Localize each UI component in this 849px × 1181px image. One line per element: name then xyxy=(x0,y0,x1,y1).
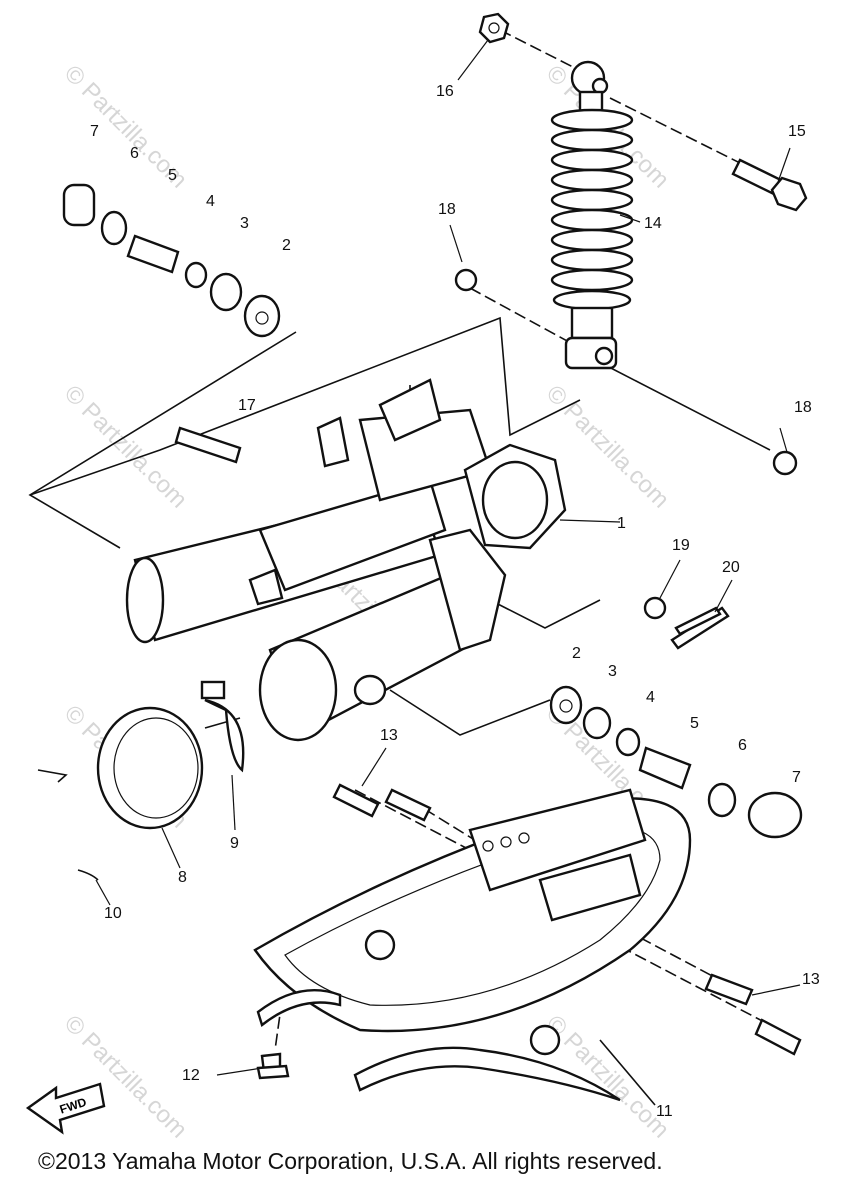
callout-ticks xyxy=(95,39,801,1076)
callout-12: 12 xyxy=(182,1067,200,1084)
shock-nut xyxy=(478,12,510,44)
callout-20: 20 xyxy=(722,559,740,576)
callout-10: 10 xyxy=(104,905,122,922)
callout-3-top: 3 xyxy=(240,215,249,232)
lower-bushing-stack xyxy=(549,685,803,839)
forward-arrow-icon: FWD xyxy=(25,1082,106,1135)
callout-13-left: 13 xyxy=(380,727,398,744)
callout-18-left: 18 xyxy=(438,201,456,218)
guard-11 xyxy=(253,788,692,1102)
callout-11: 11 xyxy=(656,1103,673,1120)
callout-2-top: 2 xyxy=(282,237,291,254)
callout-2-bottom: 2 xyxy=(572,645,581,662)
bolt-13-lower-a xyxy=(704,973,754,1006)
rear-shock-absorber xyxy=(550,60,634,370)
callout-3-bottom: 3 xyxy=(608,663,617,680)
callout-6-top: 6 xyxy=(130,145,139,162)
callout-8: 8 xyxy=(178,869,187,886)
callout-4-top: 4 xyxy=(206,193,215,210)
callout-9: 9 xyxy=(230,835,239,852)
callout-1: 1 xyxy=(617,515,626,532)
callout-17: 17 xyxy=(238,397,256,414)
bolt-12 xyxy=(256,1052,290,1080)
callout-6-bottom: 6 xyxy=(738,737,747,754)
callout-18-right: 18 xyxy=(794,399,812,416)
bolt-13-upper-b xyxy=(384,788,432,822)
upper-bushing-stack xyxy=(62,183,281,338)
bolt-13-upper-a xyxy=(332,783,380,818)
rear-arm xyxy=(125,378,567,742)
callout-7-top: 7 xyxy=(90,123,99,140)
pivot-shaft xyxy=(174,426,242,464)
callout-14: 14 xyxy=(644,215,662,232)
callout-4-bottom: 4 xyxy=(646,689,655,706)
washer-18-upper xyxy=(454,268,478,292)
callout-19: 19 xyxy=(672,537,690,554)
callout-16: 16 xyxy=(436,83,454,100)
callout-7-bottom: 7 xyxy=(792,769,801,786)
callout-15: 15 xyxy=(788,123,806,140)
copyright-notice: ©2013 Yamaha Motor Corporation, U.S.A. A… xyxy=(38,1148,663,1174)
shock-upper-bolt xyxy=(731,158,808,212)
washer-19 xyxy=(643,596,667,620)
callout-5-top: 5 xyxy=(168,167,177,184)
seal-9 xyxy=(200,680,245,773)
washer-18-lower xyxy=(772,450,798,476)
clip-10 xyxy=(37,769,99,881)
callout-13-right: 13 xyxy=(802,971,820,988)
callout-5-bottom: 5 xyxy=(690,715,699,732)
cotter-pin xyxy=(670,606,730,650)
bolt-13-lower-b xyxy=(754,1018,802,1056)
cover-8 xyxy=(96,706,204,830)
